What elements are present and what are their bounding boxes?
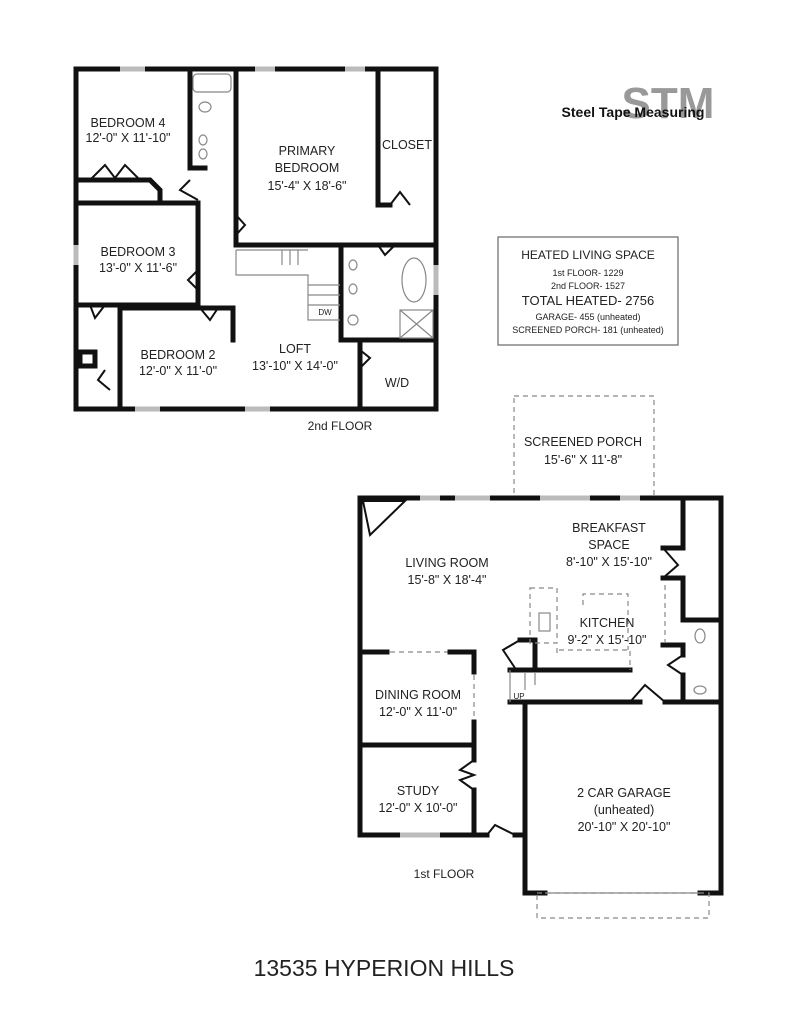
summary-total: TOTAL HEATED- 2756 [522, 293, 654, 308]
room-bedroom4-size: 12'-0" X 11'-10" [86, 131, 171, 145]
room-living-name: LIVING ROOM [405, 556, 488, 570]
second-floor-label: 2nd FLOOR [308, 419, 373, 433]
room-primary-name1: PRIMARY [279, 144, 336, 158]
area-summary-box: HEATED LIVING SPACE 1st FLOOR- 1229 2nd … [497, 236, 679, 346]
room-garage-size: 20'-10" X 20'-10" [578, 820, 671, 834]
room-garage-note: (unheated) [594, 803, 654, 817]
first-floor-label: 1st FLOOR [414, 867, 475, 881]
company-logo: STM Steel Tape Measuring [562, 79, 715, 128]
room-breakfast-size: 8'-10" X 15'-10" [566, 555, 652, 569]
summary-heading: HEATED LIVING SPACE [521, 248, 655, 262]
room-garage-name: 2 CAR GARAGE [577, 786, 671, 800]
summary-first-floor: 1st FLOOR- 1229 [552, 268, 623, 278]
room-bedroom2-size: 12'-0" X 11'-0" [139, 364, 217, 378]
dishwasher-label: DW [318, 308, 332, 317]
room-primary-name2: BEDROOM [275, 161, 340, 175]
room-bedroom2-name: BEDROOM 2 [140, 348, 215, 362]
stairs-up-label: UP [513, 692, 524, 701]
room-breakfast-name2: SPACE [588, 538, 629, 552]
summary-second-floor: 2nd FLOOR- 1527 [551, 281, 625, 291]
second-floor-plan: DW BEDROOM 4 12'-0" X 11'-10" PRIMARY BE… [73, 66, 439, 433]
room-dining-size: 12'-0" X 11'-0" [379, 705, 457, 719]
room-loft-name: LOFT [279, 342, 311, 356]
room-bedroom3-size: 13'-0" X 11'-6" [99, 261, 177, 275]
room-study-name: STUDY [397, 784, 440, 798]
room-bedroom4-name: BEDROOM 4 [90, 116, 165, 130]
room-primary-size: 15'-4" X 18'-6" [268, 179, 347, 193]
room-living-size: 15'-8" X 18'-4" [408, 573, 487, 587]
logo-mark: STM [622, 79, 715, 128]
room-breakfast-name1: BREAKFAST [572, 521, 646, 535]
room-porch-name: SCREENED PORCH [524, 435, 642, 449]
property-address: 13535 HYPERION HILLS [254, 955, 515, 981]
room-bedroom3-name: BEDROOM 3 [100, 245, 175, 259]
first-floor-plan: UP SCREENED PORCH 15'-6" X 11'-8" LIVING… [357, 395, 724, 919]
room-kitchen-size: 9'-2" X 15'-10" [568, 633, 647, 647]
summary-garage: GARAGE- 455 (unheated) [535, 312, 640, 322]
room-dining-name: DINING ROOM [375, 688, 461, 702]
logo-text: Steel Tape Measuring [562, 104, 705, 120]
summary-porch: SCREENED PORCH- 181 (unheated) [512, 325, 664, 335]
room-closet-name: CLOSET [382, 138, 432, 152]
room-kitchen-name: KITCHEN [580, 616, 635, 630]
room-wd-name: W/D [385, 376, 409, 390]
room-loft-size: 13'-10" X 14'-0" [252, 359, 338, 373]
room-study-size: 12'-0" X 10'-0" [379, 801, 458, 815]
room-porch-size: 15'-6" X 11'-8" [544, 453, 622, 467]
